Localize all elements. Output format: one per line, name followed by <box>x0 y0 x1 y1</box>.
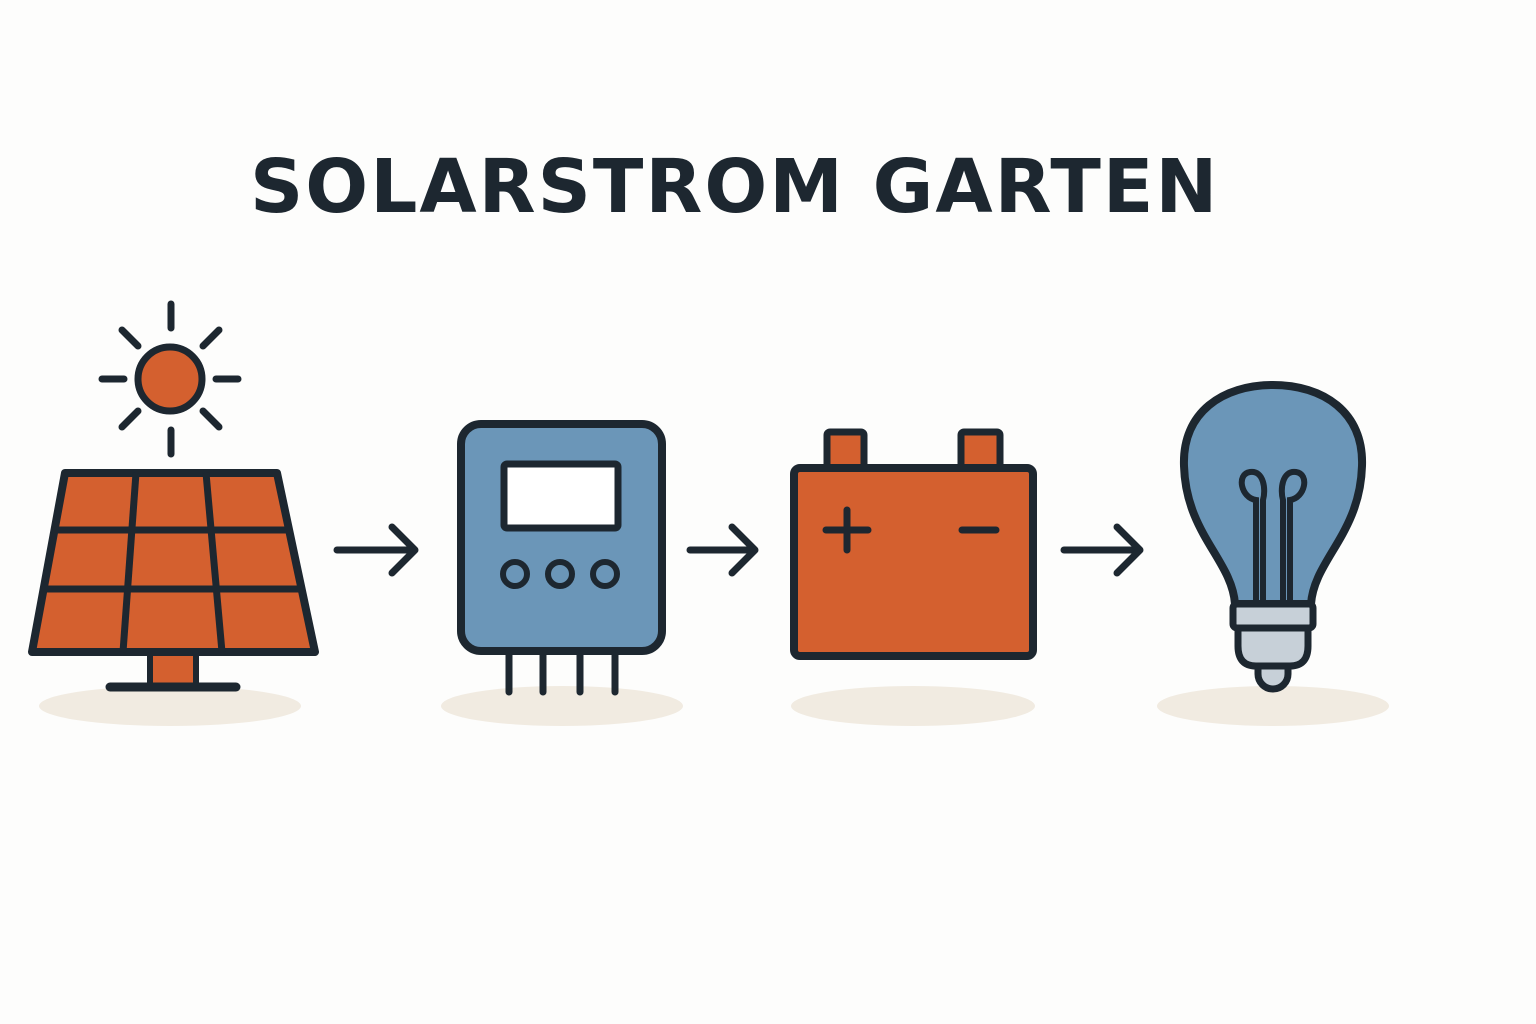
charge-controller-shadow <box>441 686 683 726</box>
controller-display <box>500 460 622 532</box>
solar-panel-shadow <box>39 686 301 726</box>
light-bulb-icon <box>1157 381 1389 726</box>
bulb-glass <box>1179 381 1367 608</box>
plus-icon <box>822 506 872 554</box>
arrow-right-icon <box>1060 523 1144 577</box>
controller-button <box>500 559 530 589</box>
page-title: SOLARSTROM GARTEN <box>250 144 1220 230</box>
arrow-right-icon <box>333 523 419 577</box>
sun-icon <box>98 300 242 458</box>
controller-button <box>590 559 620 589</box>
bulb-tip <box>1254 660 1292 693</box>
arrow-right-icon <box>686 523 759 577</box>
solar-panel-icon <box>28 300 319 726</box>
battery-icon <box>790 428 1037 726</box>
light-bulb-shadow <box>1157 686 1389 726</box>
bulb-filament <box>1238 468 1308 607</box>
controller-button <box>545 559 575 589</box>
charge-controller-icon <box>441 420 683 726</box>
battery-shadow <box>791 686 1035 726</box>
